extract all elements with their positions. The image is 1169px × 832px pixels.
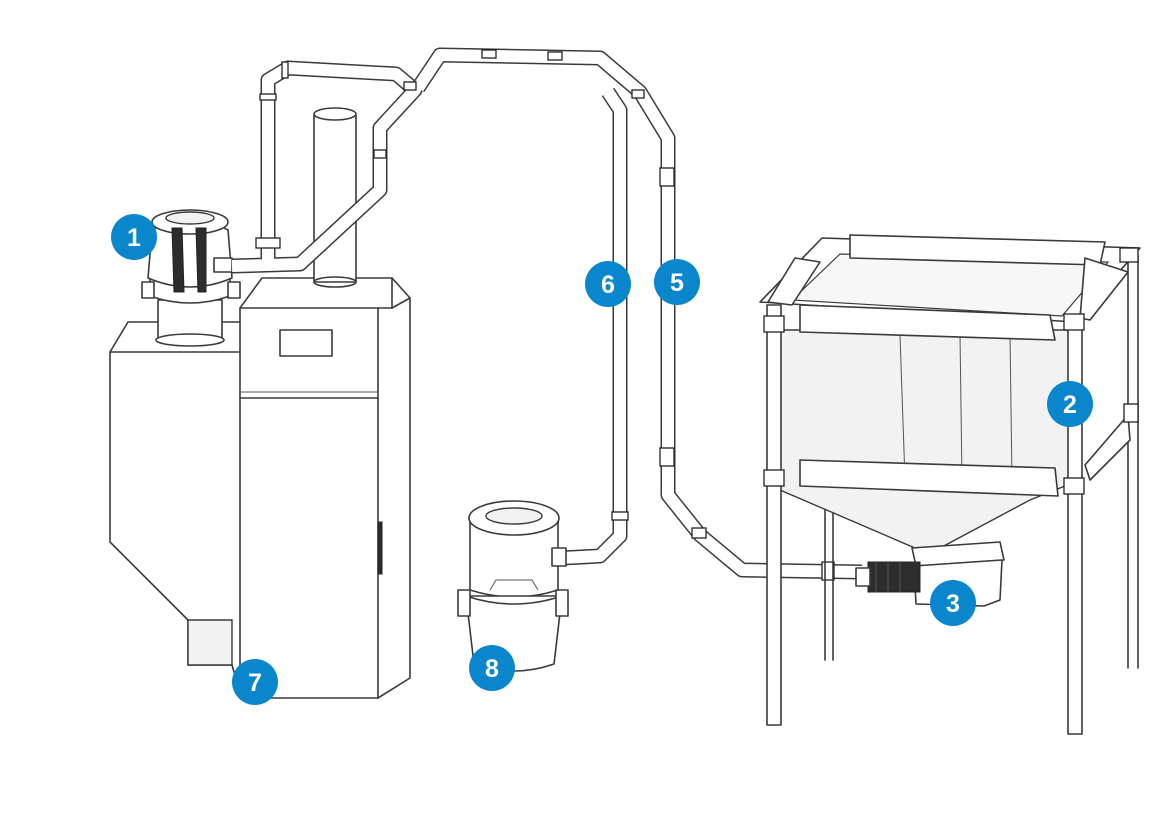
piping (231, 47, 863, 581)
callout-7-label: 7 (248, 669, 262, 697)
callout-7: 7 (232, 659, 278, 705)
callout-8: 8 (469, 645, 515, 691)
callout-5-label: 5 (670, 269, 684, 297)
callout-5: 5 (654, 259, 700, 305)
silo-discharge-unit (855, 541, 1005, 607)
return-hose-pipe (561, 87, 628, 566)
callout-3-label: 3 (946, 590, 960, 618)
callout-3: 3 (930, 580, 976, 626)
vacuum-suction-unit (141, 209, 241, 347)
callout-2-label: 2 (1063, 391, 1077, 419)
callout-1-label: 1 (127, 224, 141, 252)
callout-6: 6 (585, 261, 631, 307)
callout-6-label: 6 (601, 271, 615, 299)
callout-8-label: 8 (485, 655, 499, 683)
cyclone-separator (457, 500, 569, 672)
callout-2: 2 (1047, 381, 1093, 427)
fabric-silo (759, 234, 1141, 735)
callout-1: 1 (111, 214, 157, 260)
